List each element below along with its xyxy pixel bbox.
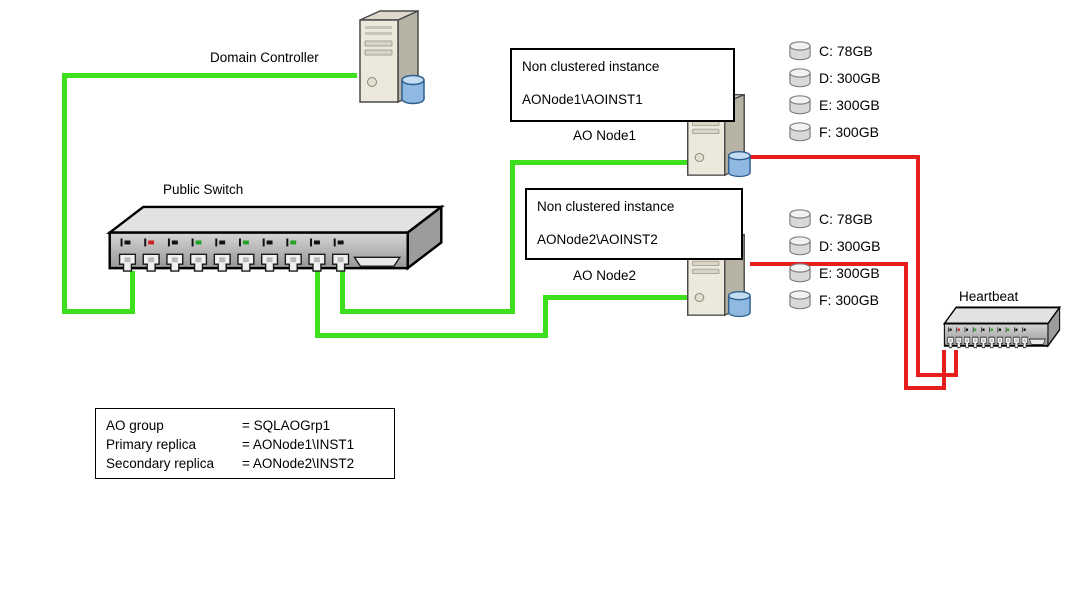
heartbeat-switch-icon (942, 305, 1062, 352)
database-cylinder-icon (727, 151, 751, 178)
disk-label: E: 300GB (819, 265, 880, 281)
info-label: AO group (106, 418, 164, 433)
public-switch-icon (103, 203, 448, 278)
node1-disk-d: D: 300GB (786, 67, 880, 89)
disk-icon (789, 41, 811, 61)
node1-disk-e: E: 300GB (786, 94, 880, 116)
public-link-dc-to-switch-segment (62, 73, 357, 78)
heartbeat-link-node2-segment (904, 262, 908, 390)
info-label: Secondary replica (106, 456, 215, 471)
disk-icon (789, 263, 811, 283)
database-cylinder-icon (401, 74, 425, 105)
heartbeat-link-node1-segment (750, 155, 920, 159)
node2-instance-box: Non clustered instance AONode2\AOINST2 (525, 188, 743, 260)
ao-node1-label: AO Node1 (573, 128, 637, 143)
public-link-switch-to-node2-segment (543, 295, 548, 338)
domain-controller-label: Domain Controller (210, 50, 319, 65)
public-switch-label: Public Switch (163, 182, 244, 197)
disk-label: D: 300GB (819, 70, 881, 86)
heartbeat-link-node2-segment (904, 386, 946, 390)
public-link-switch-to-node2-segment (315, 271, 320, 338)
disk-icon (789, 209, 811, 229)
node1-instance-line1: Non clustered instance (522, 59, 660, 74)
info-label: Primary replica (106, 437, 197, 452)
node2-instance-line1: Non clustered instance (537, 199, 675, 214)
info-value: = AONode2\INST2 (242, 456, 355, 471)
public-link-switch-to-node1-segment (510, 160, 688, 165)
disk-label: F: 300GB (819, 124, 879, 140)
disk-label: E: 300GB (819, 97, 880, 113)
info-value: = AONode1\INST1 (242, 437, 355, 452)
node2-disk-c: C: 78GB (786, 208, 873, 230)
disk-icon (789, 95, 811, 115)
disk-icon (789, 68, 811, 88)
public-link-switch-to-node1-segment (340, 271, 345, 314)
node2-disk-e: E: 300GB (786, 262, 880, 284)
node1-instance-box: Non clustered instance AONode1\AOINST1 (510, 48, 735, 122)
disk-icon (789, 236, 811, 256)
ao-node2-label: AO Node2 (573, 268, 637, 283)
disk-label: D: 300GB (819, 238, 881, 254)
disk-label: F: 300GB (819, 292, 879, 308)
heartbeat-link-node1-segment (916, 373, 958, 377)
public-link-switch-to-node1-segment (510, 160, 515, 314)
node2-disk-d: D: 300GB (786, 235, 880, 257)
node1-instance-line2: AONode1\AOINST1 (522, 92, 643, 107)
public-link-switch-to-node1-segment (340, 309, 515, 314)
public-link-dc-to-switch-segment (62, 73, 67, 314)
heartbeat-label: Heartbeat (959, 289, 1019, 304)
disk-label: C: 78GB (819, 211, 873, 227)
domain-controller-server-icon (350, 8, 426, 112)
public-link-switch-to-node2-segment (315, 333, 548, 338)
heartbeat-link-node2-segment (750, 262, 908, 266)
heartbeat-link-node1-segment (916, 155, 920, 377)
info-value: = SQLAOGrp1 (242, 418, 331, 433)
info-row: Primary replica = AONode1\INST1 (106, 435, 386, 454)
node1-disk-c: C: 78GB (786, 40, 873, 62)
heartbeat-link-node1-segment (954, 350, 958, 377)
info-row: Secondary replica = AONode2\INST2 (106, 454, 386, 473)
info-row: AO group = SQLAOGrp1 (106, 416, 386, 435)
disk-icon (789, 122, 811, 142)
ao-group-info-box: AO group = SQLAOGrp1 Primary replica = A… (95, 408, 395, 479)
public-link-dc-to-switch-segment (62, 309, 135, 314)
public-link-dc-to-switch-segment (130, 271, 135, 314)
disk-icon (789, 290, 811, 310)
database-cylinder-icon (727, 291, 751, 318)
public-link-switch-to-node2-segment (543, 295, 688, 300)
disk-label: C: 78GB (819, 43, 873, 59)
node2-disk-f: F: 300GB (786, 289, 879, 311)
heartbeat-link-node2-segment (942, 350, 946, 390)
node2-instance-line2: AONode2\AOINST2 (537, 232, 658, 247)
node1-disk-f: F: 300GB (786, 121, 879, 143)
